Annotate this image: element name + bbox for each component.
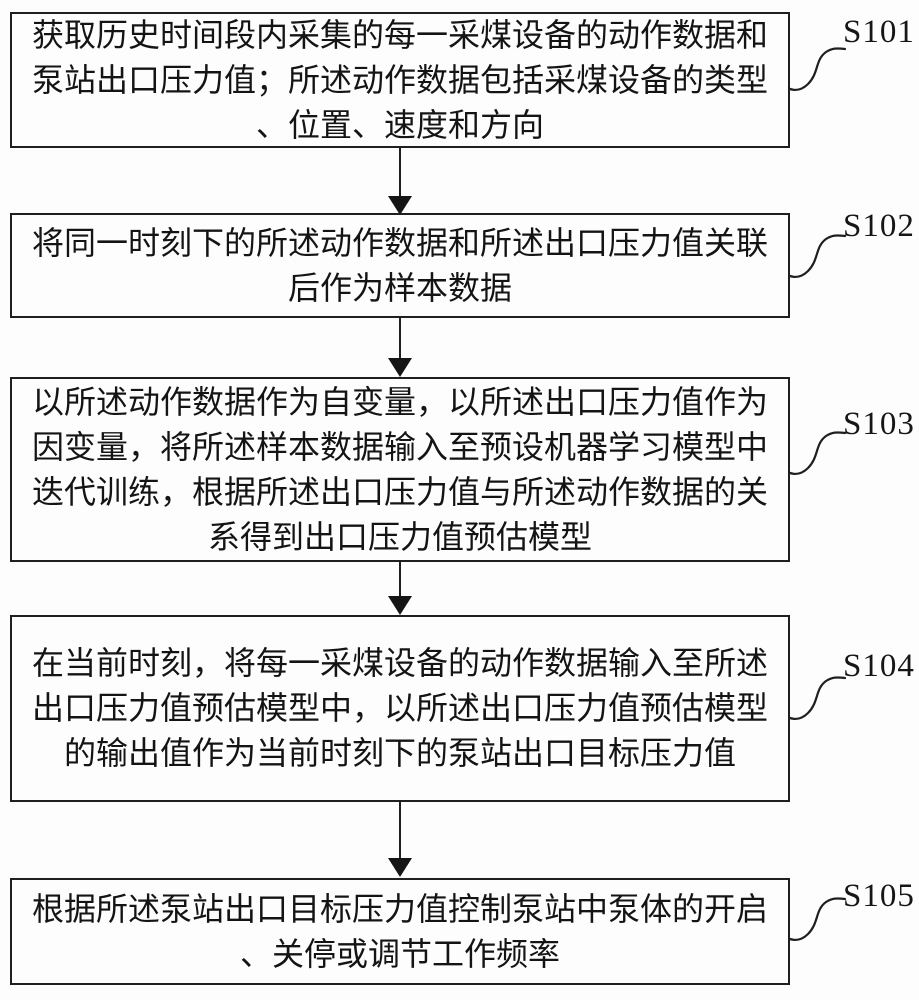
down-arrowhead-icon <box>388 858 412 877</box>
reference-line-s103 <box>781 431 847 475</box>
step-label-s103: S103 <box>843 406 915 442</box>
step-box-s105: 根据所述泵站出口目标压力值控制泵站中泵体的开启 、关停或调节工作频率 <box>10 878 790 985</box>
down-arrow-1 <box>388 148 412 215</box>
step-label-s101: S101 <box>843 14 915 50</box>
reference-line-s102 <box>781 234 847 278</box>
step-text-s101: 获取历史时间段内采集的每一采煤设备的动作数据和 泵站出口压力值；所述动作数据包括… <box>31 16 768 143</box>
step-text-s102: 将同一时刻下的所述动作数据和所述出口压力值关联 后作为样本数据 <box>31 224 768 306</box>
step-box-s102: 将同一时刻下的所述动作数据和所述出口压力值关联 后作为样本数据 <box>10 213 790 318</box>
step-box-s104: 在当前时刻，将每一采煤设备的动作数据输入至所述 出口压力值预估模型中，以所述出口… <box>10 615 790 802</box>
arrow-shaft <box>399 148 401 196</box>
down-arrow-2 <box>388 318 412 377</box>
arrow-shaft <box>399 318 401 358</box>
down-arrowhead-icon <box>388 596 412 615</box>
arrow-shaft <box>399 562 401 596</box>
step-text-s104: 在当前时刻，将每一采煤设备的动作数据输入至所述 出口压力值预估模型中，以所述出口… <box>31 645 768 771</box>
down-arrow-4 <box>388 802 412 877</box>
step-text-s105: 根据所述泵站出口目标压力值控制泵站中泵体的开启 、关停或调节工作频率 <box>31 890 768 972</box>
step-box-s103: 以所述动作数据作为自变量，以所述出口压力值作为 因变量，将所述样本数据输入至预设… <box>10 377 790 562</box>
reference-line-s105 <box>781 897 847 941</box>
step-box-s101: 获取历史时间段内采集的每一采煤设备的动作数据和 泵站出口压力值；所述动作数据包括… <box>10 12 790 148</box>
reference-line-s104 <box>781 676 847 720</box>
arrow-shaft <box>399 802 401 858</box>
down-arrowhead-icon <box>388 196 412 215</box>
step-text-s103: 以所述动作数据作为自变量，以所述出口压力值作为 因变量，将所述样本数据输入至预设… <box>31 383 768 555</box>
down-arrowhead-icon <box>388 358 412 377</box>
down-arrow-3 <box>388 562 412 615</box>
step-label-s102: S102 <box>843 208 915 244</box>
reference-line-s101 <box>781 47 847 91</box>
step-label-s105: S105 <box>843 878 915 914</box>
step-label-s104: S104 <box>843 648 915 684</box>
